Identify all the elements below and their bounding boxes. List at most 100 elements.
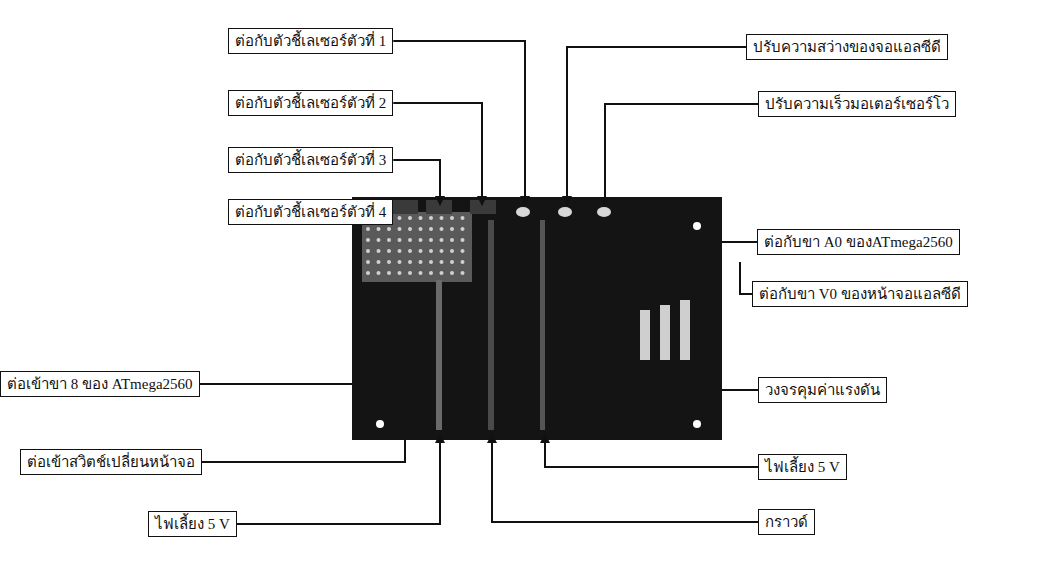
callout-text: ต่อกับขา V0 ของหน้าจอแอลซีดี (759, 285, 961, 303)
perf-hole (461, 249, 465, 253)
perf-hole (398, 216, 402, 220)
perf-hole (429, 227, 433, 231)
perf-hole (440, 249, 444, 253)
perf-hole (387, 260, 391, 264)
callout-text: ต่อเข้าสวิตช์เปลี่ยนหน้าจอ (27, 453, 195, 471)
leader-line (393, 160, 440, 205)
callout-text: ต่อกับตัวชี้เลเซอร์ตัวที่ 4 (235, 203, 386, 221)
perf-hole (377, 249, 381, 253)
perf-hole (366, 227, 370, 231)
board (352, 197, 722, 440)
perf-hole (398, 260, 402, 264)
perf-hole (366, 238, 370, 242)
perf-hole (398, 238, 402, 242)
perf-hole (408, 271, 412, 275)
perf-hole (419, 227, 423, 231)
perf-hole (366, 249, 370, 253)
perf-hole (398, 271, 402, 275)
perf-hole (461, 238, 465, 242)
perf-hole (429, 249, 433, 253)
perf-hole (429, 216, 433, 220)
perf-hole (429, 238, 433, 242)
callout-box: ปรับความสว่างของจอแอลซีดี (746, 34, 948, 60)
perf-hole (366, 260, 370, 264)
perf-hole (377, 227, 381, 231)
perf-hole (377, 271, 381, 275)
perf-hole (440, 227, 444, 231)
perf-hole (461, 227, 465, 231)
perf-hole (450, 227, 454, 231)
perf-hole (450, 271, 454, 275)
callout-box: วงจรคุมค่าแรงดัน (758, 377, 887, 403)
perf-hole (419, 271, 423, 275)
leader-line (605, 104, 758, 206)
perf-hole (461, 271, 465, 275)
perf-hole (377, 238, 381, 242)
leader-line (237, 434, 440, 524)
perf-hole (419, 260, 423, 264)
perf-hole (440, 260, 444, 264)
leader-line (200, 383, 352, 385)
callout-text: ไฟเลี้ยง 5 V (155, 515, 230, 533)
callout-box: ต่อเข้าขา 8 ของ ATmega2560 (0, 371, 200, 397)
perf-hole (408, 227, 412, 231)
callout-text: กราวด์ (765, 513, 808, 531)
callout-box: ต่อกับขา A0 ของATmega2560 (757, 229, 960, 255)
leader-line (393, 103, 482, 205)
callout-box: กราวด์ (758, 509, 815, 535)
leader-line (567, 47, 746, 205)
callout-box: ปรับความเร็วมอเตอร์เซอร์โว (758, 91, 956, 117)
perf-hole (398, 227, 402, 231)
callout-text: ปรับความเร็วมอเตอร์เซอร์โว (765, 95, 949, 113)
callout-text: ปรับความสว่างของจอแอลซีดี (753, 38, 941, 56)
perf-hole (440, 271, 444, 275)
leader-line (722, 241, 757, 243)
perf-hole (408, 238, 412, 242)
callout-text: ต่อกับตัวชี้เลเซอร์ตัวที่ 3 (235, 151, 386, 169)
components (358, 200, 701, 430)
callout-text: ต่อกับตัวชี้เลเซอร์ตัวที่ 2 (235, 94, 386, 112)
perf-hole (419, 238, 423, 242)
perf-hole (419, 216, 423, 220)
leader-line (740, 262, 752, 294)
leader-line (545, 434, 758, 467)
callout-text: ต่อกับขา A0 ของATmega2560 (764, 233, 953, 251)
perf-hole (461, 216, 465, 220)
perf-hole (377, 260, 381, 264)
leader-line (492, 434, 758, 522)
perf-hole (450, 249, 454, 253)
callout-text: วงจรคุมค่าแรงดัน (765, 381, 880, 399)
callout-box: ต่อกับตัวชี้เลเซอร์ตัวที่ 2 (228, 90, 393, 116)
callout-box: ไฟเลี้ยง 5 V (758, 454, 847, 480)
perf-hole (450, 260, 454, 264)
perf-hole (429, 260, 433, 264)
callout-text: ต่อเข้าขา 8 ของ ATmega2560 (7, 375, 193, 393)
perf-hole (440, 238, 444, 242)
callout-box: ไฟเลี้ยง 5 V (148, 511, 237, 537)
perf-hole (429, 271, 433, 275)
perf-hole (387, 271, 391, 275)
callout-box: ต่อกับตัวชี้เลเซอร์ตัวที่ 1 (228, 28, 393, 54)
perf-hole (461, 260, 465, 264)
leader-line (202, 440, 405, 462)
perf-hole (419, 249, 423, 253)
perf-hole (408, 216, 412, 220)
perf-hole (387, 249, 391, 253)
callout-box: ต่อกับตัวชี้เลเซอร์ตัวที่ 4 (228, 199, 393, 225)
callout-box: ต่อเข้าสวิตช์เปลี่ยนหน้าจอ (20, 449, 202, 475)
leader-line (393, 41, 525, 205)
perf-hole (398, 249, 402, 253)
perf-hole (450, 238, 454, 242)
perf-hole (450, 216, 454, 220)
callout-text: ไฟเลี้ยง 5 V (765, 458, 840, 476)
callout-box: ต่อกับตัวชี้เลเซอร์ตัวที่ 3 (228, 147, 393, 173)
perf-hole (387, 227, 391, 231)
callout-text: ต่อกับตัวชี้เลเซอร์ตัวที่ 1 (235, 32, 386, 50)
perf-hole (408, 249, 412, 253)
perf-hole (366, 271, 370, 275)
perf-hole (440, 216, 444, 220)
perf-hole (387, 238, 391, 242)
leader-line (722, 389, 758, 391)
callout-box: ต่อกับขา V0 ของหน้าจอแอลซีดี (752, 281, 968, 307)
perf-hole (408, 260, 412, 264)
